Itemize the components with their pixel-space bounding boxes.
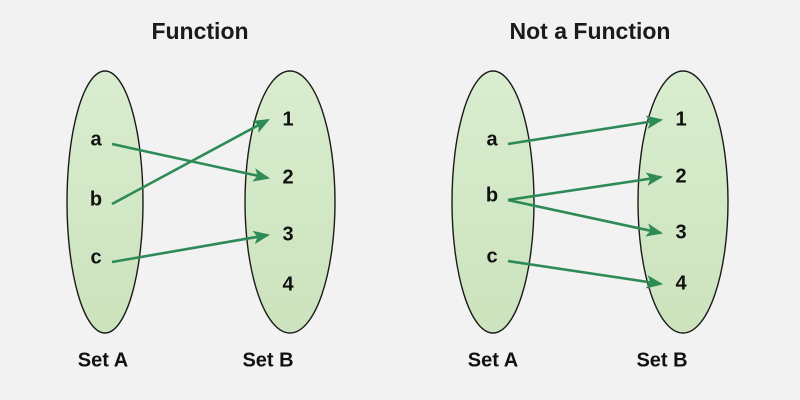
set-b-label-not-a-function: Set B: [636, 349, 687, 371]
element-a-function[interactable]: a: [90, 128, 102, 150]
mapping-arrow-b-to-1: [111, 118, 270, 206]
mapping-arrow-c-to-3: [111, 230, 271, 264]
element-1-function[interactable]: 1: [282, 108, 293, 130]
diagram-title-function: Function: [151, 18, 248, 44]
element-3-function[interactable]: 3: [282, 223, 293, 245]
set-a-ellipse-not-a-function[interactable]: [451, 70, 535, 334]
element-c-not-a-function[interactable]: c: [486, 245, 497, 267]
element-1-not-a-function[interactable]: 1: [675, 108, 686, 130]
set-a-label-function: Set A: [78, 349, 128, 371]
set-b-ellipse-not-a-function[interactable]: [637, 70, 729, 334]
element-a-not-a-function[interactable]: a: [486, 128, 498, 150]
element-2-not-a-function[interactable]: 2: [675, 165, 686, 187]
element-c-function[interactable]: c: [90, 246, 101, 268]
element-2-function[interactable]: 2: [282, 166, 293, 188]
set-a-label-not-a-function: Set A: [468, 349, 518, 371]
set-b-ellipse-function[interactable]: [244, 70, 336, 334]
element-b-not-a-function[interactable]: b: [486, 184, 498, 206]
mapping-arrow-b-to-2: [507, 172, 664, 202]
set-b-label-function: Set B: [242, 349, 293, 371]
diagram-title-not-a-function: Not a Function: [510, 18, 671, 44]
set-a-ellipse-function[interactable]: [66, 70, 144, 334]
mapping-arrow-b-to-3: [507, 198, 664, 237]
mapping-arrow-a-to-1: [507, 115, 664, 146]
element-4-function[interactable]: 4: [282, 273, 294, 295]
element-b-function[interactable]: b: [90, 188, 102, 210]
element-3-not-a-function[interactable]: 3: [675, 221, 686, 243]
not-a-function-diagram: Not a Function a b c 1 2 3 4 Set A Set B: [451, 18, 729, 371]
function-diagram: Function a b c 1 2 3 4 Set A Set B: [66, 18, 336, 371]
element-4-not-a-function[interactable]: 4: [675, 272, 687, 294]
mapping-arrow-c-to-4: [507, 259, 664, 289]
